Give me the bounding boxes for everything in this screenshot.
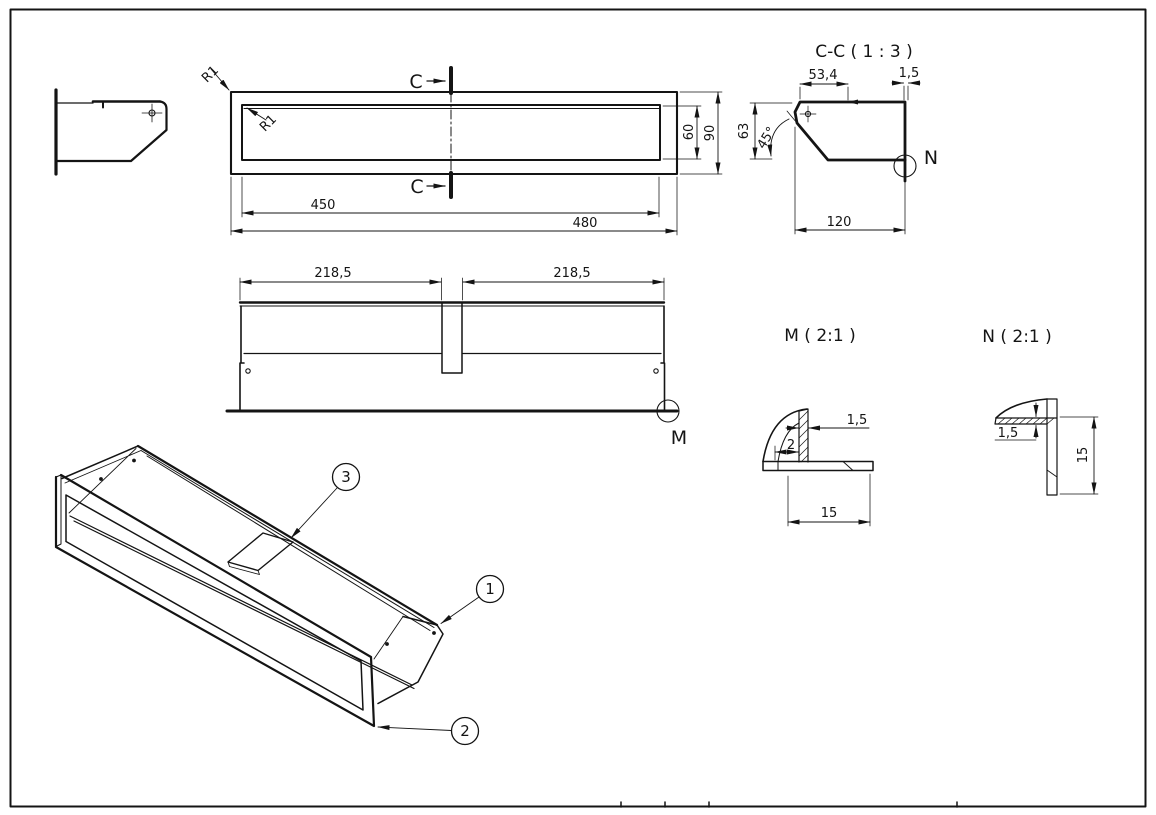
dim-m-15: 15 <box>787 473 871 527</box>
detail-n-title: N ( 2:1 ) <box>982 327 1052 347</box>
iso-hole <box>132 458 136 463</box>
front-view: R1 R1 C C 450 480 <box>199 63 723 236</box>
section-hole <box>799 105 817 123</box>
fillet-callout-inner: R1 <box>246 107 280 135</box>
dim-63-text: 63 <box>737 123 752 140</box>
dim-120-text: 120 <box>827 215 852 230</box>
dim-n-15: 15 <box>1059 416 1099 495</box>
iso-trough-body <box>61 444 444 705</box>
dim-480-text: 480 <box>573 216 598 231</box>
detail-n-callout: N <box>893 147 938 178</box>
side-view-outline <box>55 100 168 163</box>
dim-63: 63 <box>737 102 793 160</box>
dim-45deg-text: 45° <box>755 124 780 151</box>
side-profile-view <box>54 88 168 176</box>
section-cc-view: C-C ( 1 : 3 ) 53,4 1,5 63 <box>737 42 938 235</box>
top-view-left-edge <box>239 305 245 411</box>
detail-m-title: M ( 2:1 ) <box>784 326 856 346</box>
dim-m-2: 2 <box>774 438 799 461</box>
detail-m-break-line <box>842 461 854 471</box>
dim-218-5-left-text: 218,5 <box>314 266 351 281</box>
front-view-outer-rect <box>229 90 679 176</box>
detail-m-wall <box>798 408 809 463</box>
iso-hole <box>99 477 103 481</box>
dim-n-1-5-text: 1,5 <box>998 426 1019 441</box>
detail-n-break-line <box>1046 469 1058 478</box>
section-letter-top: C <box>409 71 422 93</box>
balloon-3: 3 <box>290 462 361 539</box>
isometric-view: 3 1 2 <box>54 444 505 746</box>
dim-90-text: 90 <box>703 125 718 142</box>
dim-480: 480 <box>230 176 678 236</box>
top-view: 218,5 218,5 M <box>225 266 687 449</box>
dim-m-2-text: 2 <box>787 438 795 453</box>
section-profile <box>793 100 907 162</box>
detail-n-leg <box>1046 398 1058 496</box>
dim-n-15-text: 15 <box>1076 447 1091 464</box>
section-cc-title: C-C ( 1 : 3 ) <box>815 42 913 62</box>
dim-90: 90 <box>679 91 723 175</box>
seam-mark <box>848 99 858 105</box>
dim-450-text: 450 <box>311 198 336 213</box>
border-fold-marks <box>620 801 958 808</box>
sheet-border <box>9 8 1147 808</box>
dim-53-4: 53,4 <box>799 68 849 101</box>
detail-m-view: M ( 2:1 ) 1,5 2 15 <box>762 326 874 527</box>
section-mark-top: C <box>409 66 453 95</box>
dim-m-1-5: 1,5 <box>785 413 870 431</box>
section-letter-bottom: C <box>410 176 423 198</box>
dim-53-4-text: 53,4 <box>809 68 838 83</box>
dim-218-5-left: 218,5 <box>239 266 442 301</box>
section-mark-bottom: C <box>410 171 453 199</box>
balloon-2: 2 <box>377 716 480 746</box>
top-view-hole-right <box>653 368 659 374</box>
detail-n-view: N ( 2:1 ) 1,5 15 <box>982 327 1099 496</box>
detail-m-callout: M <box>656 399 687 449</box>
detail-n-outer-arc <box>995 398 1048 419</box>
dim-450: 450 <box>241 176 660 218</box>
dim-n-1-5: 1,5 <box>994 402 1039 441</box>
balloon-1: 1 <box>440 574 505 624</box>
dim-60: 60 <box>662 105 702 160</box>
top-view-tab <box>441 302 463 374</box>
detail-n-letter: N <box>924 147 938 169</box>
balloon-2-text: 2 <box>460 722 470 740</box>
dim-60-text: 60 <box>682 124 697 141</box>
iso-hole <box>432 631 436 635</box>
dim-m-1-5-text: 1,5 <box>847 413 868 428</box>
detail-m-letter: M <box>671 427 687 449</box>
side-view-hole <box>141 103 163 123</box>
detail-m-inner-arc <box>777 422 800 471</box>
fillet-label-outer: R1 <box>199 63 222 86</box>
balloon-3-text: 3 <box>341 468 351 486</box>
iso-frame-plate <box>54 473 376 728</box>
balloon-1-text: 1 <box>485 580 495 598</box>
dim-1-5-cc: 1,5 <box>891 66 921 101</box>
top-view-hole-left <box>245 368 251 374</box>
dim-218-5-right: 218,5 <box>462 266 665 301</box>
dim-1-5-cc-text: 1,5 <box>899 66 920 81</box>
iso-center-tab <box>227 532 294 575</box>
dim-45deg: 45° <box>755 110 798 157</box>
detail-n-hatch <box>997 417 1055 425</box>
detail-m-hatch <box>798 410 809 463</box>
fillet-callout-outer: R1 <box>199 63 230 91</box>
top-view-right-edge <box>660 305 666 411</box>
detail-m-outer-arc <box>762 408 808 463</box>
iso-hole <box>385 642 389 646</box>
dim-218-5-right-text: 218,5 <box>553 266 590 281</box>
dim-m-15-text: 15 <box>821 506 838 521</box>
detail-m-flange <box>762 460 874 472</box>
dim-120: 120 <box>794 126 906 235</box>
fillet-label-inner: R1 <box>257 112 280 135</box>
